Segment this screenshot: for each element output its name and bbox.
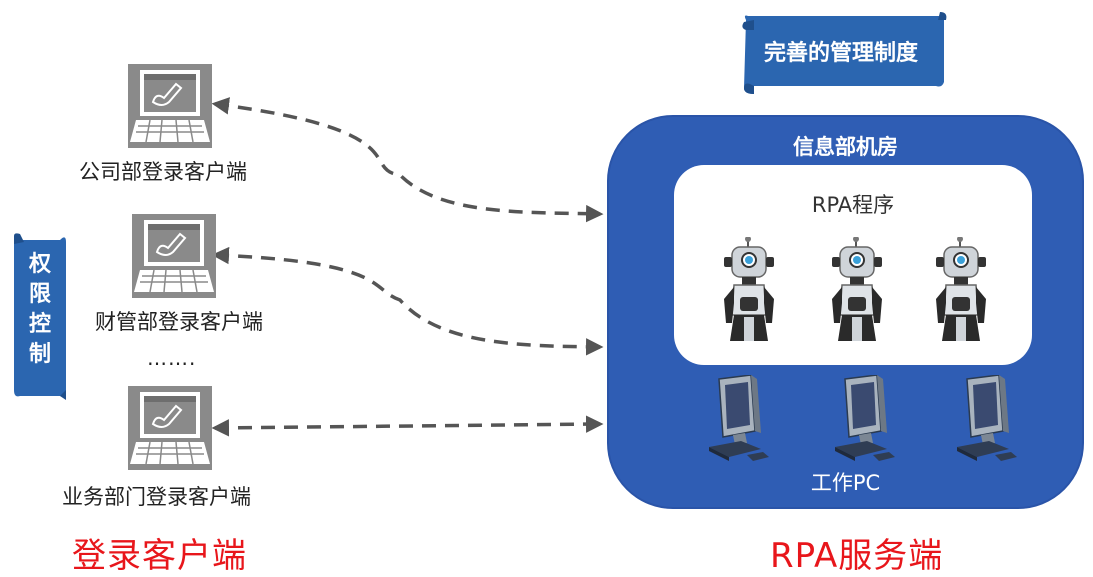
- laptop-icon: [132, 214, 216, 298]
- rpa-program-panel: RPA程序: [674, 165, 1032, 365]
- server-section-title: RPA服务端: [770, 536, 944, 576]
- governance-title: 完善的管理制度: [764, 41, 919, 66]
- rpa-title: RPA程序: [811, 193, 895, 217]
- robot-icon: [724, 237, 774, 341]
- connector-arrow-3: [211, 415, 604, 437]
- server-title: 信息部机房: [793, 135, 898, 159]
- governance-banner: 完善的管理制度: [740, 10, 948, 94]
- desktop-pc-icon: [835, 375, 895, 461]
- client-3: [126, 384, 216, 474]
- permission-char: 制: [28, 342, 51, 367]
- robot-icon: [936, 237, 986, 341]
- client-1: [126, 62, 216, 152]
- scroll-icon: [742, 12, 947, 94]
- client-2: [130, 212, 220, 302]
- connector-arrow-1: [211, 97, 604, 223]
- client-label-2: 财管部登录客户端: [95, 310, 263, 334]
- client-label-3: 业务部门登录客户端: [62, 485, 251, 509]
- permission-banner: 权 限 控 制: [12, 232, 68, 400]
- connector-arrow-2: [211, 246, 604, 356]
- permission-char: 限: [28, 282, 51, 307]
- permission-title: 权 限 控 制: [12, 250, 68, 370]
- desktop-pc-icon: [957, 375, 1017, 461]
- ellipsis: …….: [147, 346, 197, 370]
- permission-char: 控: [28, 312, 51, 337]
- client-section-title: 登录客户端: [72, 536, 247, 576]
- robot-icon: [832, 237, 882, 341]
- laptop-icon: [128, 64, 212, 148]
- client-label-1: 公司部登录客户端: [79, 160, 247, 184]
- permission-char: 权: [28, 252, 51, 277]
- server-room: 信息部机房 RPA程序: [607, 115, 1084, 509]
- laptop-icon: [128, 386, 212, 470]
- scroll-icon: [14, 233, 66, 400]
- work-pc-label: 工作PC: [810, 471, 881, 495]
- desktop-pc-icon: [709, 375, 769, 461]
